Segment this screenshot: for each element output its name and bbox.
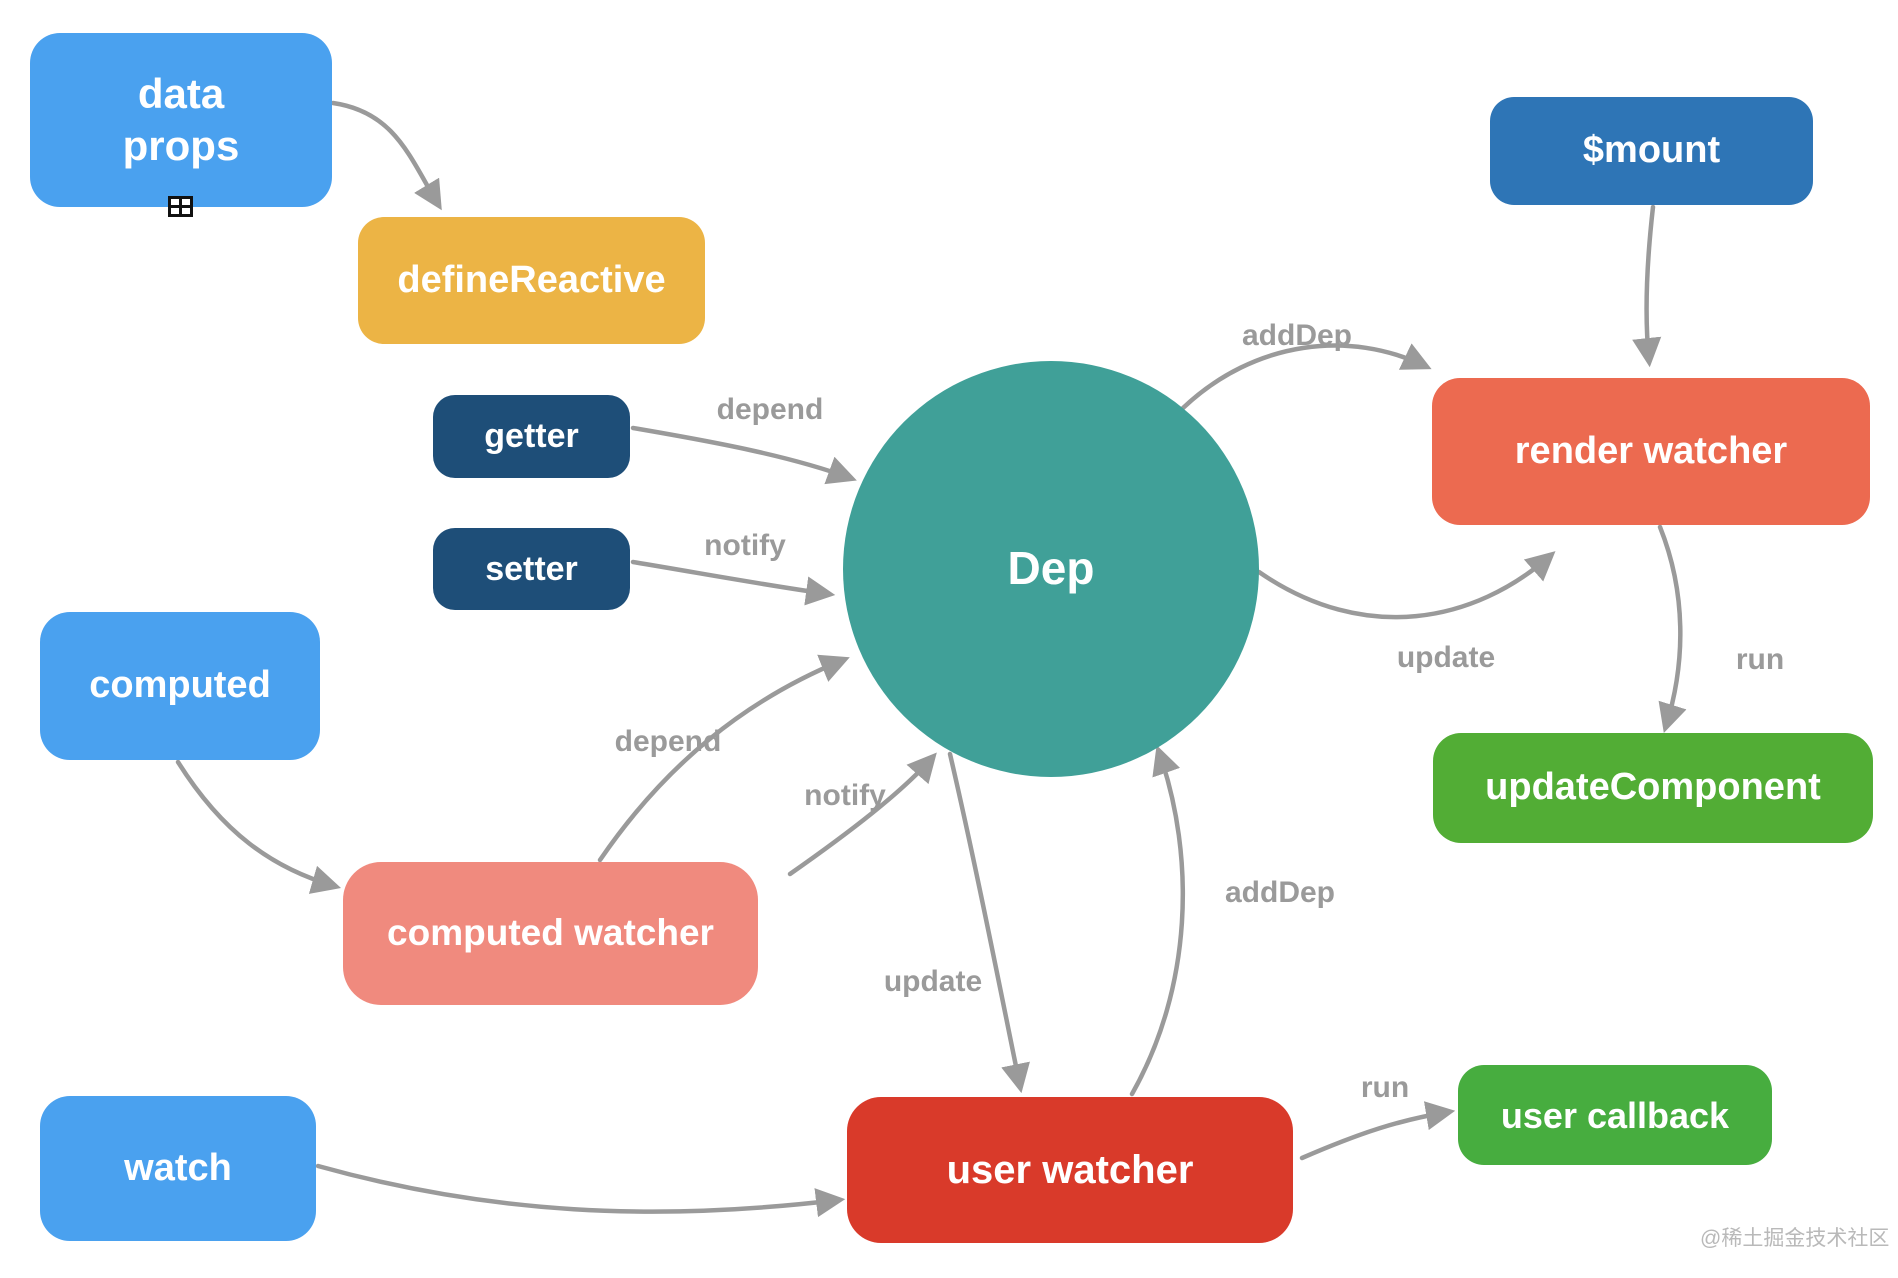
edge-label-adddep-user-watcher: addDep — [1224, 876, 1336, 909]
plus-cursor-vertical-bar — [179, 199, 182, 214]
node-user-callback: user callback — [1458, 1065, 1772, 1165]
edge-dataprops-to-definereactive — [330, 100, 442, 211]
edge-label-run-user-watcher: run — [1360, 1071, 1410, 1104]
node-data-props-line2: props — [122, 122, 240, 169]
node-render-watcher: render watcher — [1432, 378, 1870, 525]
edge-computedwatcher-to-dep-depend — [597, 654, 850, 863]
edge-userwatcher-to-dep-adddep — [1129, 745, 1186, 1097]
edge-getter-to-dep — [630, 425, 857, 485]
plus-cursor-icon — [168, 196, 193, 217]
edge-setter-to-dep — [630, 559, 836, 606]
edge-label-depend-getter: depend — [716, 393, 824, 426]
edge-userwatcher-to-usercallback-run — [1299, 1101, 1456, 1161]
node-getter: getter — [433, 395, 630, 478]
node-dep-circle: Dep — [843, 361, 1259, 777]
node-user-watcher: user watcher — [847, 1097, 1293, 1243]
edge-computedwatcher-to-dep-notify — [787, 752, 937, 877]
edge-watch-to-userwatcher — [315, 1163, 846, 1218]
node-data-props: data props — [30, 33, 332, 207]
node-mount: $mount — [1490, 97, 1813, 205]
edge-label-update-render: update — [1396, 641, 1496, 674]
edge-label-adddep-render: addDep — [1241, 319, 1353, 352]
node-watch: watch — [40, 1096, 316, 1241]
edge-computed-to-computedwatcher — [175, 759, 342, 894]
edge-renderwatcher-to-updatecomponent — [1657, 524, 1687, 733]
node-define-reactive: defineReactive — [358, 217, 705, 344]
edge-label-run-render: run — [1735, 643, 1785, 676]
edge-dep-to-renderwatcher-adddep — [1180, 343, 1432, 411]
edge-dep-to-renderwatcher-update — [1256, 551, 1556, 620]
node-data-props-line1: data — [137, 69, 225, 117]
edge-label-update-user-watcher: update — [883, 965, 983, 998]
edge-label-notify-computed-watcher: notify — [804, 779, 886, 812]
edge-label-depend-computed-watcher: depend — [614, 725, 722, 758]
node-setter: setter — [433, 528, 630, 610]
watermark: @稀土掘金技术社区 — [1700, 1227, 1890, 1250]
edge-label-notify-setter: notify — [704, 529, 786, 562]
node-computed: computed — [40, 612, 320, 760]
edge-mount-to-renderwatcher — [1632, 204, 1662, 368]
edge-dep-to-userwatcher-update — [947, 751, 1030, 1094]
node-computed-watcher: computed watcher — [343, 862, 758, 1005]
node-update-component: updateComponent — [1433, 733, 1873, 843]
